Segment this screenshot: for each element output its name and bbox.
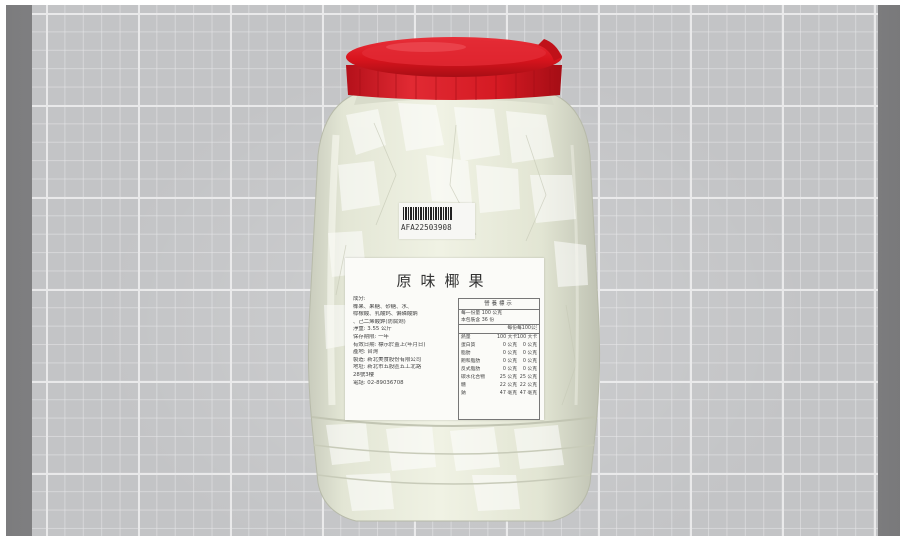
product-label: 原味椰果 成分:椰果、果糖、砂糖、水、檸檬酸、乳酸鈣、偏磷酸鈉、己二烯酸鉀(防腐… xyxy=(345,258,544,420)
barcode-graphic xyxy=(403,207,453,220)
ingredient-line: 有效日期: 標示於蓋上(年月日) xyxy=(353,341,426,348)
nutrient-per-100g: 25 公克 xyxy=(519,375,537,380)
nutrient-per-serving: 0 公克 xyxy=(502,359,517,364)
nutrient-per-serving: 0 公克 xyxy=(502,351,517,356)
nutrient-per-serving: 0 公克 xyxy=(502,367,517,372)
jar: AFA22503908 原味椰果 成分:椰果、果糖、砂糖、水、檸檬酸、乳酸鈣、偏… xyxy=(6,5,900,536)
ingredient-line: 產地: 台灣 xyxy=(353,349,379,356)
nutrient-per-100g: 0 公克 xyxy=(522,359,537,364)
nutrient-per-serving: 25 公克 xyxy=(499,375,517,380)
nutrient-per-serving: 22 公克 xyxy=(499,383,517,388)
nutrition-row: 脂肪 0 公克 0 公克 xyxy=(459,350,539,358)
ingredient-line: 成分: xyxy=(353,296,366,302)
ingredient-line: 、己二烯酸鉀(防腐劑) xyxy=(353,318,406,325)
nutrient-name: 飽和脂肪 xyxy=(461,359,481,364)
nutrient-per-100g: 0 公克 xyxy=(522,343,537,348)
ingredient-line: 電話: 02-89036708 xyxy=(353,379,404,386)
nutrient-name: 脂肪 xyxy=(461,351,471,356)
nutrition-serving: 每一份量 100 公克 本包裝含 36 份 xyxy=(459,310,539,325)
nutrition-col-per-serving: 每份 xyxy=(507,326,517,331)
nutrition-col-per-100g: 每100公克 xyxy=(517,326,537,331)
nutrient-per-100g: 0 公克 xyxy=(522,351,537,356)
ingredient-line: 淨重: 3.55 公斤 xyxy=(353,326,392,333)
nutrition-column-header: 每份 每100公克 xyxy=(459,325,539,334)
nutrition-heading: 營養標示 xyxy=(459,299,539,310)
ingredients-block: 成分:椰果、果糖、砂糖、水、檸檬酸、乳酸鈣、偏磷酸鈉、己二烯酸鉀(防腐劑)淨重:… xyxy=(353,296,455,387)
nutrient-name: 糖 xyxy=(461,383,466,388)
nutrition-table: 營養標示 每一份量 100 公克 本包裝含 36 份 每份 每100公克 熱量 1… xyxy=(458,298,540,420)
nutrient-name: 碳水化合物 xyxy=(461,375,485,380)
ingredient-line: 保存期限: 一年 xyxy=(353,333,389,340)
nutrient-per-100g: 0 公克 xyxy=(522,367,537,372)
ingredient-line: 檸檬酸、乳酸鈣、偏磷酸鈉 xyxy=(353,311,418,318)
nutrient-per-serving: 100 大卡 xyxy=(497,335,517,340)
barcode-number: AFA22503908 xyxy=(401,223,452,232)
nutrient-per-100g: 100 大卡 xyxy=(517,335,537,340)
product-title: 原味椰果 xyxy=(396,272,493,290)
product-photo: AFA22503908 原味椰果 成分:椰果、果糖、砂糖、水、檸檬酸、乳酸鈣、偏… xyxy=(6,5,900,536)
ingredient-line: 椰果、果糖、砂糖、水、 xyxy=(353,303,413,310)
nutrition-row: 蛋白質 0 公克 0 公克 xyxy=(459,342,539,350)
nutrient-per-100g: 22 公克 xyxy=(519,383,537,388)
ingredient-line: 製造: 新北美食股份有限公司 xyxy=(353,356,422,363)
nutrient-per-serving: 0 公克 xyxy=(502,343,517,348)
barcode-sticker: AFA22503908 xyxy=(399,203,475,239)
nutrition-row: 飽和脂肪 0 公克 0 公克 xyxy=(459,358,539,366)
serving-size: 每一份量 100 公克 xyxy=(461,311,502,316)
servings-per-package: 本包裝含 36 份 xyxy=(461,318,495,323)
nutrition-row: 反式脂肪 0 公克 0 公克 xyxy=(459,366,539,374)
nutrient-name: 反式脂肪 xyxy=(461,367,481,372)
ingredient-line: 28號3樓 xyxy=(353,371,375,378)
nutrient-name: 蛋白質 xyxy=(461,343,476,348)
nutrition-col-label xyxy=(459,325,497,333)
ingredient-line: 地址: 新北市五股區五工北路 xyxy=(353,364,422,371)
nutrient-per-serving: 47 毫克 xyxy=(499,391,517,396)
nutrient-name: 鈉 xyxy=(461,391,466,396)
nutrient-name: 熱量 xyxy=(461,335,471,340)
nutrient-per-100g: 47 毫克 xyxy=(519,391,537,396)
